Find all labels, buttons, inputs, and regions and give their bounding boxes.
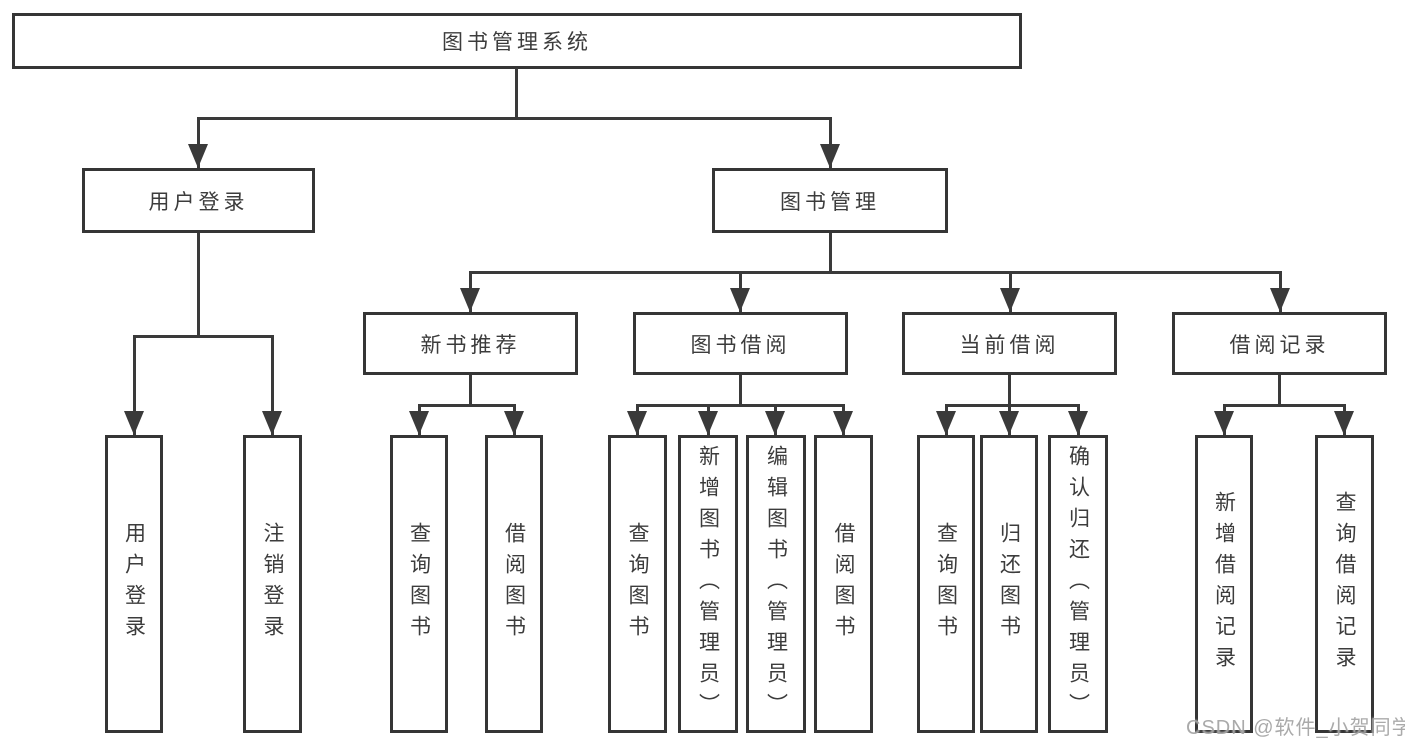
- connector-user-login-stub: [197, 233, 200, 338]
- leaf-logout-label: 注销登录: [261, 522, 285, 646]
- leaf-current-return-label: 归还图书: [997, 522, 1021, 646]
- node-book-management: 图书管理: [712, 168, 948, 233]
- node-new-book-recommend-label: 新书推荐: [420, 333, 521, 357]
- connector-new-book-stub: [469, 375, 472, 406]
- arrowhead-borrow-book: [833, 411, 853, 435]
- node-user-login: 用户登录: [82, 168, 315, 233]
- connector-book-borrow-splitter: [636, 404, 845, 407]
- connector-root-stub: [515, 68, 518, 120]
- connector-record-stub: [1278, 375, 1281, 406]
- leaf-borrow-edit-admin: 编辑图书（管理员）: [746, 435, 806, 733]
- node-borrow-record: 借阅记录: [1172, 312, 1387, 375]
- arrowhead-current-query: [936, 411, 956, 435]
- arrowhead-current-confirm: [1068, 411, 1088, 435]
- connector-arrow-leaf-logout: [271, 335, 274, 435]
- node-root: 图书管理系统: [12, 13, 1022, 69]
- leaf-borrow-book-label: 借阅图书: [832, 522, 856, 646]
- leaf-borrow-query: 查询图书: [608, 435, 667, 733]
- arrowhead-borrow-add: [698, 411, 718, 435]
- arrowhead-record-add: [1214, 411, 1234, 435]
- node-user-login-label: 用户登录: [148, 190, 249, 214]
- arrowhead-user-login: [188, 144, 208, 168]
- connector-record-splitter: [1223, 404, 1346, 407]
- connector-arrow-leaf-user-login: [133, 335, 136, 435]
- arrowhead-newbook-query: [409, 411, 429, 435]
- arrowhead-book-management: [820, 144, 840, 168]
- leaf-record-query-label: 查询借阅记录: [1333, 491, 1357, 677]
- arrowhead-record-query: [1334, 411, 1354, 435]
- node-book-management-label: 图书管理: [780, 190, 880, 214]
- leaf-newbook-borrow-label: 借阅图书: [502, 522, 526, 646]
- leaf-logout: 注销登录: [243, 435, 302, 733]
- connector-level2-splitter: [197, 117, 831, 120]
- connector-book-borrow-stub: [739, 375, 742, 406]
- node-current-borrow-label: 当前借阅: [959, 333, 1060, 357]
- leaf-record-add: 新增借阅记录: [1195, 435, 1253, 733]
- leaf-user-login: 用户登录: [105, 435, 163, 733]
- connector-book-management-stub: [829, 233, 832, 274]
- leaf-current-query: 查询图书: [917, 435, 975, 733]
- csdn-watermark: CSDN @软件_小贺同学: [1186, 717, 1405, 739]
- leaf-borrow-query-label: 查询图书: [626, 522, 650, 646]
- connector-level3-splitter: [469, 271, 1282, 274]
- connector-arrow-user-login: [197, 117, 200, 168]
- leaf-current-return: 归还图书: [980, 435, 1038, 733]
- leaf-current-confirm-admin: 确认归还（管理员）: [1048, 435, 1108, 733]
- connector-arrow-book-management: [829, 117, 832, 168]
- leaf-user-login-label: 用户登录: [122, 522, 146, 646]
- leaf-current-query-label: 查询图书: [934, 522, 958, 646]
- arrowhead-current-borrow: [1000, 288, 1020, 312]
- node-root-label: 图书管理系统: [442, 31, 592, 54]
- arrowhead-book-borrow: [730, 288, 750, 312]
- leaf-newbook-borrow: 借阅图书: [485, 435, 543, 733]
- connector-current-stub: [1008, 375, 1011, 406]
- leaf-newbook-query: 查询图书: [390, 435, 448, 733]
- connector-user-leaves-splitter: [133, 335, 274, 338]
- arrowhead-borrow-query: [627, 411, 647, 435]
- arrowhead-leaf-user-login: [124, 411, 144, 435]
- node-book-borrow: 图书借阅: [633, 312, 848, 375]
- leaf-borrow-edit-admin-label: 编辑图书（管理员）: [764, 444, 788, 724]
- connector-current-splitter: [945, 404, 1080, 407]
- arrowhead-borrow-edit: [765, 411, 785, 435]
- node-borrow-record-label: 借阅记录: [1229, 333, 1330, 357]
- node-book-borrow-label: 图书借阅: [690, 333, 791, 357]
- leaf-newbook-query-label: 查询图书: [407, 522, 431, 646]
- arrowhead-newbook-borrow: [504, 411, 524, 435]
- arrowhead-current-return: [999, 411, 1019, 435]
- leaf-borrow-add-admin-label: 新增图书（管理员）: [696, 444, 720, 724]
- leaf-current-confirm-admin-label: 确认归还（管理员）: [1066, 444, 1090, 724]
- node-new-book-recommend: 新书推荐: [363, 312, 578, 375]
- arrowhead-borrow-record: [1270, 288, 1290, 312]
- arrowhead-leaf-logout: [262, 411, 282, 435]
- connector-new-book-splitter: [418, 404, 516, 407]
- leaf-record-query: 查询借阅记录: [1315, 435, 1374, 733]
- arrowhead-new-book: [460, 288, 480, 312]
- leaf-record-add-label: 新增借阅记录: [1212, 491, 1236, 677]
- leaf-borrow-book: 借阅图书: [814, 435, 873, 733]
- leaf-borrow-add-admin: 新增图书（管理员）: [678, 435, 738, 733]
- node-current-borrow: 当前借阅: [902, 312, 1117, 375]
